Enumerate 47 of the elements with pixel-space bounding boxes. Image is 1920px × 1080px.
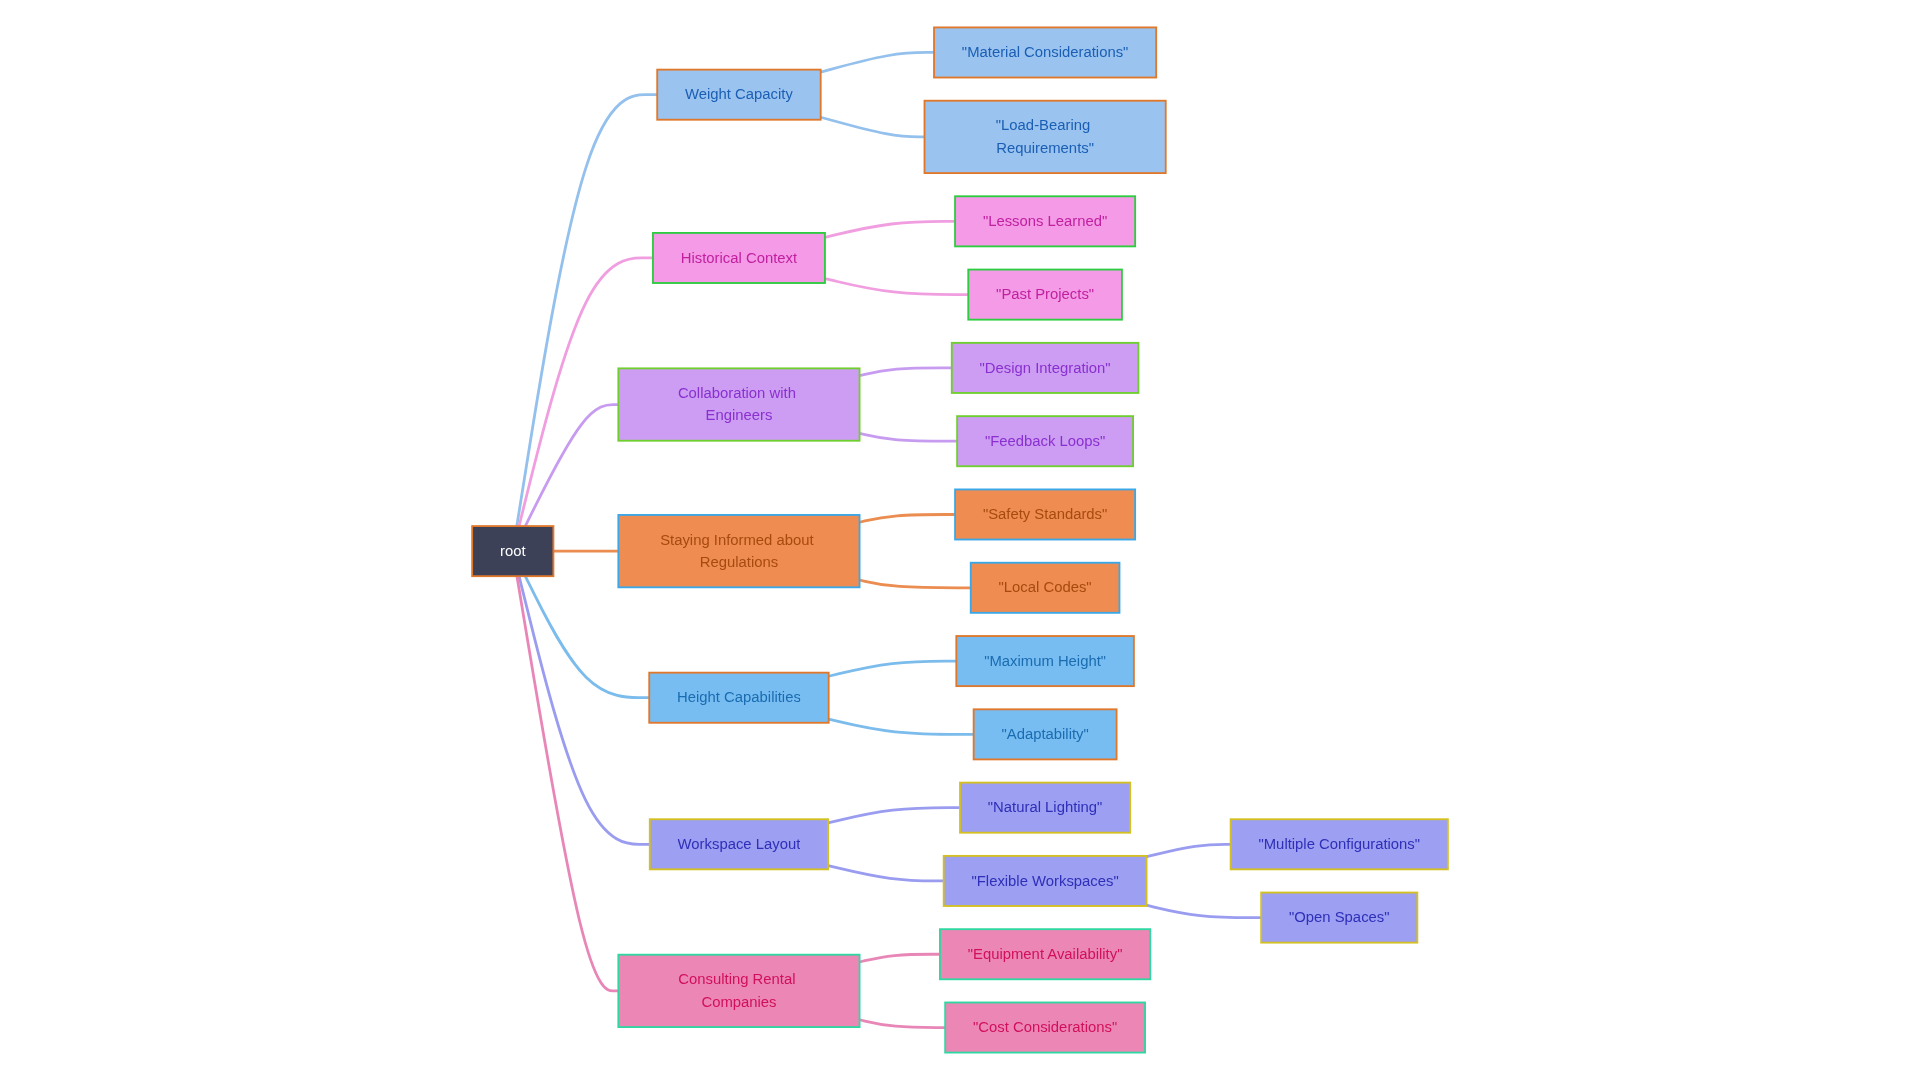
node-box: Collaboration with Engineers <box>617 367 861 442</box>
node-box: "Design Integration" <box>950 341 1140 394</box>
node-box: Weight Capacity <box>656 68 822 121</box>
connector <box>517 256 653 527</box>
node-box: Staying Informed about Regulations <box>617 514 861 589</box>
connector <box>820 115 925 139</box>
connector <box>824 219 956 239</box>
node-box: "Load-Bearing Requirements" <box>923 99 1167 174</box>
node-box: "Past Projects" <box>967 268 1123 321</box>
connector <box>524 575 650 700</box>
node-box: "Multiple Configurations" <box>1229 818 1449 871</box>
node-box: root <box>471 525 555 578</box>
node-box: "Cost Considerations" <box>944 1001 1146 1054</box>
connector <box>859 432 958 443</box>
connector <box>515 93 658 527</box>
connector <box>515 575 619 993</box>
node-box: Consulting Rental Companies <box>617 953 861 1028</box>
connector <box>828 717 974 736</box>
connector <box>827 864 944 883</box>
connector <box>859 366 952 378</box>
connector <box>553 549 619 553</box>
connector <box>827 806 960 825</box>
node-box: "Adaptability" <box>972 708 1118 761</box>
node-box: Height Capabilities <box>648 671 830 724</box>
node-box: "Feedback Loops" <box>956 415 1134 468</box>
connector <box>859 578 971 590</box>
node-box: "Local Codes" <box>969 561 1121 614</box>
connector <box>1146 842 1231 858</box>
node-box: "Equipment Availability" <box>939 928 1152 981</box>
connector <box>859 1018 946 1029</box>
connector <box>524 403 619 527</box>
node-box: Workspace Layout <box>648 818 830 871</box>
node-box: "Lessons Learned" <box>954 195 1137 248</box>
connector <box>828 659 957 678</box>
node-box: Historical Context <box>652 232 826 284</box>
connector <box>1146 903 1262 919</box>
node-box: "Natural Lighting" <box>959 781 1132 834</box>
node-box: "Safety Standards" <box>954 488 1137 541</box>
node-box: "Open Spaces" <box>1260 891 1419 944</box>
node-box: "Flexible Workspaces" <box>942 854 1148 907</box>
connector <box>824 277 969 296</box>
node-box: "Maximum Height" <box>955 635 1135 688</box>
node-box: "Material Considerations" <box>933 26 1158 79</box>
connector <box>820 51 935 74</box>
connector <box>859 513 956 524</box>
connector <box>859 952 940 964</box>
connector <box>517 575 650 846</box>
